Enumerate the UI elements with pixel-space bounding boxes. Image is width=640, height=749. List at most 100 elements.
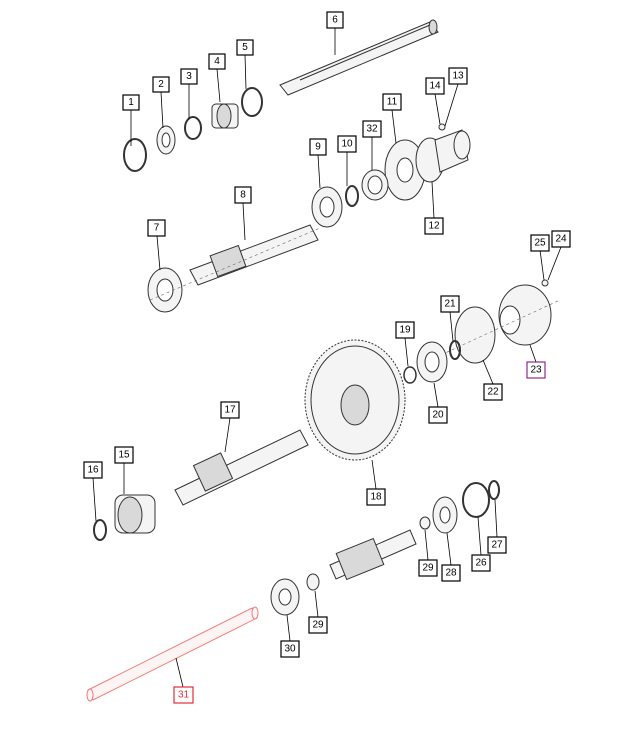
part-3-snap-ring bbox=[184, 116, 202, 140]
svg-text:11: 11 bbox=[387, 97, 398, 108]
leader-lines bbox=[92, 28, 562, 688]
svg-text:25: 25 bbox=[534, 238, 546, 249]
callout-20[interactable]: 20 bbox=[428, 406, 448, 424]
svg-text:10: 10 bbox=[341, 139, 353, 150]
callout-14[interactable]: 14 bbox=[425, 77, 445, 95]
part-19-ring bbox=[403, 366, 417, 384]
part-1-snap-ring bbox=[123, 138, 147, 172]
svg-text:32: 32 bbox=[366, 124, 378, 135]
callout-2[interactable]: 2 bbox=[152, 76, 170, 93]
part-9-bearing bbox=[311, 186, 343, 228]
svg-text:3: 3 bbox=[186, 71, 192, 82]
svg-text:17: 17 bbox=[224, 405, 236, 416]
callout-9[interactable]: 9 bbox=[309, 138, 327, 156]
part-6-shaft bbox=[279, 19, 439, 96]
part-17-shaft bbox=[174, 429, 309, 506]
part-23-housing bbox=[498, 284, 552, 346]
svg-text:29: 29 bbox=[312, 620, 324, 631]
part-28-bearing bbox=[432, 496, 458, 534]
callout-11[interactable]: 11 bbox=[382, 93, 402, 111]
callout-16[interactable]: 16 bbox=[83, 461, 103, 479]
part-20-bearing bbox=[416, 341, 448, 383]
part-2-washer bbox=[156, 125, 176, 155]
callout-18[interactable]: 18 bbox=[366, 488, 386, 506]
callout-13[interactable]: 13 bbox=[448, 67, 468, 85]
part-18-gear bbox=[304, 339, 406, 461]
svg-text:19: 19 bbox=[399, 325, 411, 336]
svg-text:6: 6 bbox=[332, 15, 338, 26]
svg-text:20: 20 bbox=[432, 410, 444, 421]
part-4-needle-bearing bbox=[211, 103, 239, 129]
callout-4[interactable]: 4 bbox=[208, 53, 226, 70]
callout-12[interactable]: 12 bbox=[424, 217, 444, 235]
callout-23[interactable]: 23 bbox=[526, 361, 546, 379]
callout-26[interactable]: 26 bbox=[471, 554, 491, 572]
callout-29-upper[interactable]: 29 bbox=[418, 559, 438, 577]
callout-25[interactable]: 25 bbox=[530, 234, 550, 252]
part-10-snap-ring bbox=[345, 185, 359, 207]
callout-30[interactable]: 30 bbox=[280, 640, 300, 658]
svg-text:13: 13 bbox=[452, 71, 464, 82]
svg-text:29: 29 bbox=[422, 563, 434, 574]
svg-text:8: 8 bbox=[240, 190, 246, 201]
svg-text:16: 16 bbox=[87, 465, 99, 476]
callout-32[interactable]: 32 bbox=[362, 120, 382, 138]
callout-22[interactable]: 22 bbox=[483, 383, 503, 401]
callout-8[interactable]: 8 bbox=[234, 186, 252, 204]
part-31-shaft[interactable] bbox=[86, 606, 259, 702]
callout-10[interactable]: 10 bbox=[337, 135, 357, 153]
part-lower-shaft bbox=[329, 529, 417, 581]
part-11-cover bbox=[384, 139, 426, 201]
part-29-spacer bbox=[419, 516, 431, 530]
svg-text:4: 4 bbox=[214, 56, 220, 67]
callout-21[interactable]: 21 bbox=[440, 295, 460, 313]
callout-6[interactable]: 6 bbox=[326, 11, 344, 29]
callout-5[interactable]: 5 bbox=[236, 39, 254, 56]
callout-19[interactable]: 19 bbox=[395, 321, 415, 339]
part-32-seal bbox=[361, 169, 389, 201]
callout-29-lower[interactable]: 29 bbox=[308, 616, 328, 634]
svg-text:30: 30 bbox=[284, 644, 296, 655]
svg-text:18: 18 bbox=[370, 492, 382, 503]
svg-text:2: 2 bbox=[158, 79, 164, 90]
part-29-ring-lower bbox=[306, 573, 320, 591]
part-16-snap-ring bbox=[93, 519, 107, 541]
part-24-25-screw bbox=[541, 279, 549, 287]
svg-text:15: 15 bbox=[118, 450, 130, 461]
part-12-flange bbox=[415, 129, 471, 183]
part-22-disc bbox=[454, 306, 496, 364]
part-21-snap-ring bbox=[449, 340, 461, 360]
callout-28[interactable]: 28 bbox=[441, 564, 461, 582]
svg-text:14: 14 bbox=[429, 81, 441, 92]
callout-7[interactable]: 7 bbox=[147, 219, 166, 237]
svg-text:26: 26 bbox=[475, 558, 487, 569]
svg-text:7: 7 bbox=[154, 223, 160, 234]
svg-text:24: 24 bbox=[555, 234, 567, 245]
callout-3[interactable]: 3 bbox=[180, 68, 198, 85]
part-26-seal bbox=[462, 482, 490, 518]
part-27-snap-ring bbox=[488, 480, 500, 500]
callout-15[interactable]: 15 bbox=[114, 446, 134, 464]
callout-17[interactable]: 17 bbox=[220, 401, 240, 419]
callout-31[interactable]: 31 bbox=[173, 686, 194, 704]
callout-1[interactable]: 1 bbox=[122, 94, 140, 111]
svg-text:28: 28 bbox=[445, 568, 457, 579]
svg-text:1: 1 bbox=[128, 97, 134, 108]
part-5-ring bbox=[241, 87, 263, 117]
part-13-14-screw bbox=[438, 123, 446, 131]
part-7-bearing bbox=[147, 267, 183, 313]
svg-text:21: 21 bbox=[444, 299, 456, 310]
svg-text:9: 9 bbox=[315, 142, 321, 153]
callout-27[interactable]: 27 bbox=[487, 536, 507, 554]
callout-24[interactable]: 24 bbox=[551, 230, 571, 248]
svg-text:23: 23 bbox=[530, 365, 542, 376]
part-8-shaft bbox=[189, 224, 319, 286]
svg-text:22: 22 bbox=[487, 387, 499, 398]
svg-text:5: 5 bbox=[242, 42, 248, 53]
svg-text:12: 12 bbox=[428, 221, 440, 232]
svg-text:31: 31 bbox=[178, 690, 190, 701]
svg-text:27: 27 bbox=[491, 540, 503, 551]
part-15-coupler bbox=[114, 494, 156, 534]
part-30-bearing bbox=[270, 578, 300, 616]
